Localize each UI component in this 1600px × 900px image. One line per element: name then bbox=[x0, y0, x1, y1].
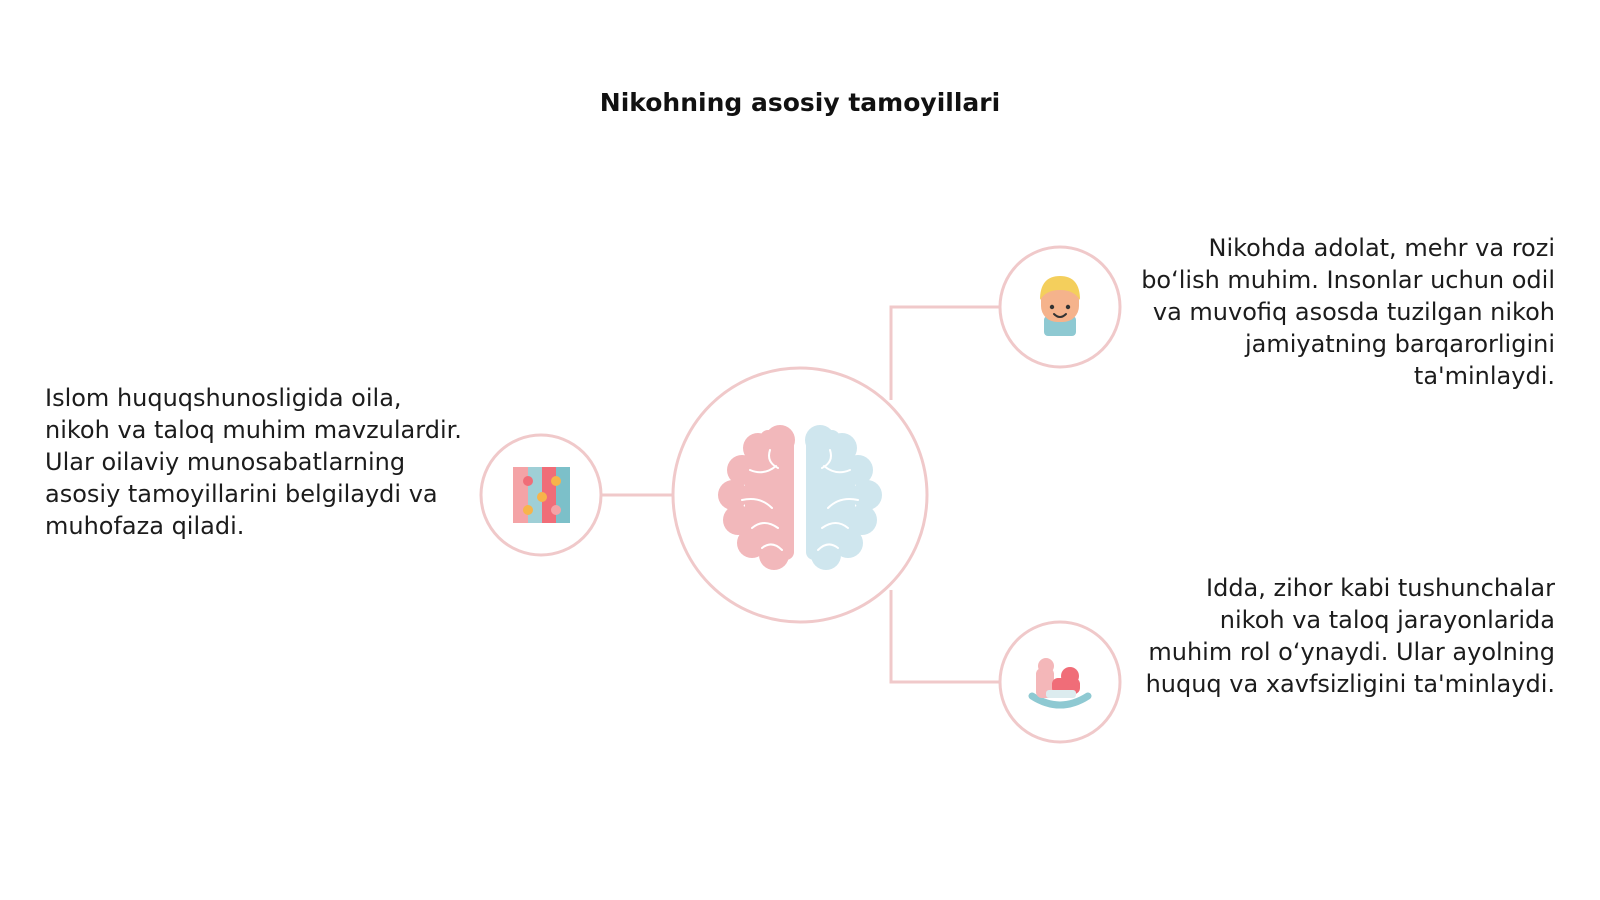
left-node-text: Islom huquqshunosligida oila, nikoh va t… bbox=[45, 384, 462, 540]
right-top-node bbox=[998, 245, 1122, 369]
center-node bbox=[671, 366, 929, 624]
child-face-icon bbox=[1040, 276, 1080, 336]
right-top-node-text: Nikohda adolat, mehr va rozi bo‘lish muh… bbox=[1141, 234, 1555, 390]
center-ring bbox=[671, 366, 929, 624]
brain-icon bbox=[718, 425, 882, 570]
puzzle-blocks-icon bbox=[513, 467, 570, 523]
connector-right-bottom bbox=[889, 590, 1000, 684]
page-title: Nikohning asosiy tamoyillari bbox=[599, 88, 1001, 117]
connector-right-top bbox=[889, 305, 1000, 400]
connectors bbox=[602, 305, 1000, 684]
left-node bbox=[479, 433, 603, 557]
rocking-horse-icon bbox=[1028, 658, 1092, 709]
right-bottom-node-text: Idda, zihor kabi tushunchalar nikoh va t… bbox=[1145, 574, 1555, 698]
right-bottom-node bbox=[998, 620, 1122, 744]
